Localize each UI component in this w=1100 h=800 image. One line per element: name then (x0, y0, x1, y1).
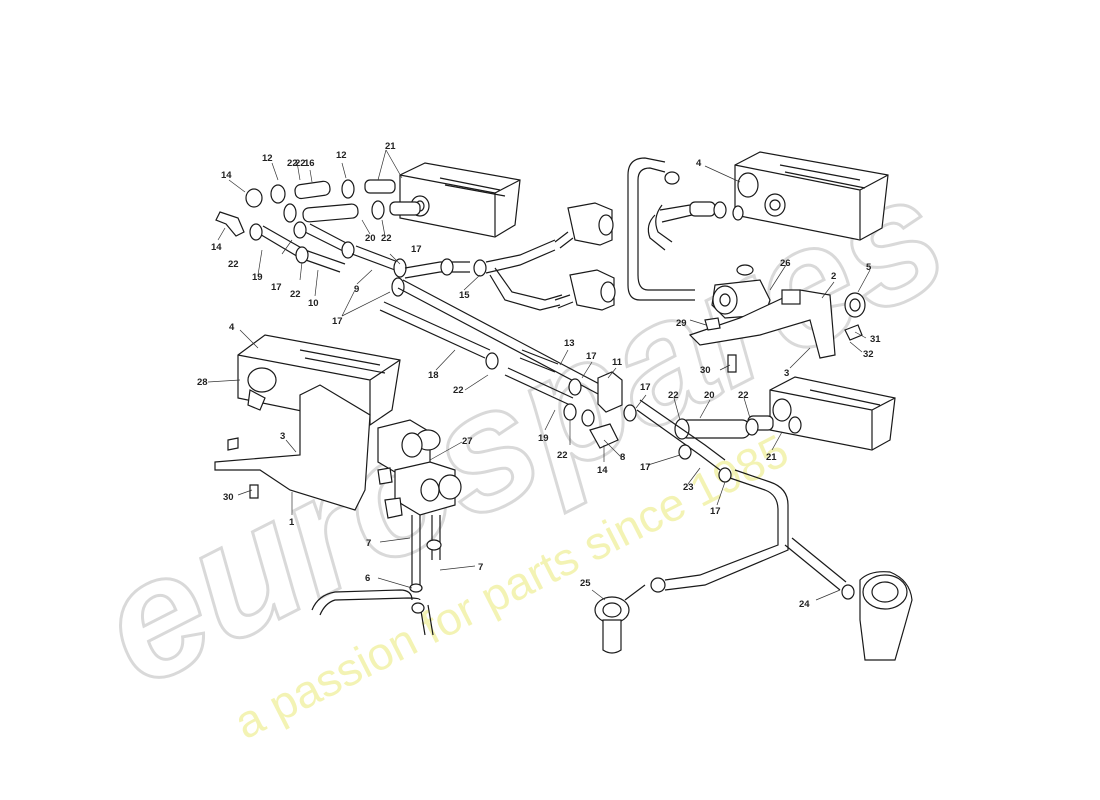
callout-16: 16 (304, 158, 315, 169)
callout-21: 21 (385, 141, 396, 152)
u-hose-right (627, 157, 744, 301)
callout-12: 12 (262, 153, 273, 164)
callout-30: 30 (700, 365, 711, 376)
callout-6: 6 (365, 573, 370, 584)
callout-22: 22 (668, 390, 679, 401)
leader-lines (207, 149, 871, 601)
callout-31: 31 (870, 334, 881, 345)
hose-right-20 (674, 418, 759, 440)
callout-3: 3 (280, 431, 285, 442)
callout-7: 7 (366, 538, 371, 549)
callout-30: 30 (223, 492, 234, 503)
callout-17: 17 (640, 462, 651, 473)
callout-14: 14 (597, 465, 608, 476)
callout-21: 21 (766, 452, 777, 463)
canister-upper-right (734, 151, 889, 241)
vent-valve-bracket (688, 264, 866, 373)
callout-4: 4 (229, 322, 235, 333)
connector-center (581, 371, 789, 593)
callout-17: 17 (640, 382, 651, 393)
callout-4: 4 (696, 158, 702, 169)
long-hose-group (379, 239, 606, 421)
solenoid-valve-group (311, 419, 462, 636)
callout-8: 8 (620, 452, 625, 463)
callout-22: 22 (381, 233, 392, 244)
callout-14: 14 (211, 242, 222, 253)
purge-valve-upper (554, 202, 616, 311)
callout-22: 22 (290, 289, 301, 300)
callout-19: 19 (538, 433, 549, 444)
callout-10: 10 (308, 298, 319, 309)
callout-18: 18 (428, 370, 439, 381)
callout-22: 22 (738, 390, 749, 401)
callout-20: 20 (704, 390, 715, 401)
callout-24: 24 (799, 599, 810, 610)
callout-32: 32 (863, 349, 874, 360)
callout-22: 22 (228, 259, 239, 270)
filler-neck (784, 537, 913, 661)
callout-26: 26 (780, 258, 791, 269)
callout-17: 17 (332, 316, 343, 327)
callout-labels: 1 2 3 3 4 4 5 6 7 7 8 9 10 11 12 12 13 1… (197, 141, 881, 610)
callout-14: 14 (221, 170, 232, 181)
callout-15: 15 (459, 290, 470, 301)
callout-17: 17 (271, 282, 282, 293)
callout-22: 22 (557, 450, 568, 461)
callout-25: 25 (580, 578, 591, 589)
callout-17: 17 (411, 244, 422, 255)
callout-3: 3 (784, 368, 789, 379)
callout-17: 17 (586, 351, 597, 362)
callout-13: 13 (564, 338, 575, 349)
callout-17: 17 (710, 506, 721, 517)
callout-9: 9 (354, 284, 359, 295)
canister-upper-left (399, 162, 521, 238)
hose-cluster-upper-left (215, 179, 421, 297)
callout-27: 27 (462, 436, 473, 447)
callout-22: 22 (295, 158, 306, 169)
canister-lower-right (747, 376, 896, 451)
callout-29: 29 (676, 318, 687, 329)
callout-5: 5 (866, 262, 872, 273)
callout-2: 2 (831, 271, 836, 282)
callout-7: 7 (478, 562, 483, 573)
callout-23: 23 (683, 482, 694, 493)
callout-22: 22 (453, 385, 464, 396)
callout-11: 11 (612, 357, 623, 368)
callout-19: 19 (252, 272, 263, 283)
fuel-cap-25 (594, 584, 646, 654)
callout-12: 12 (336, 150, 347, 161)
canister-lower-left (214, 334, 401, 511)
callout-20: 20 (365, 233, 376, 244)
callout-28: 28 (197, 377, 208, 388)
callout-22: 22 (287, 158, 298, 169)
callout-1: 1 (289, 517, 295, 528)
